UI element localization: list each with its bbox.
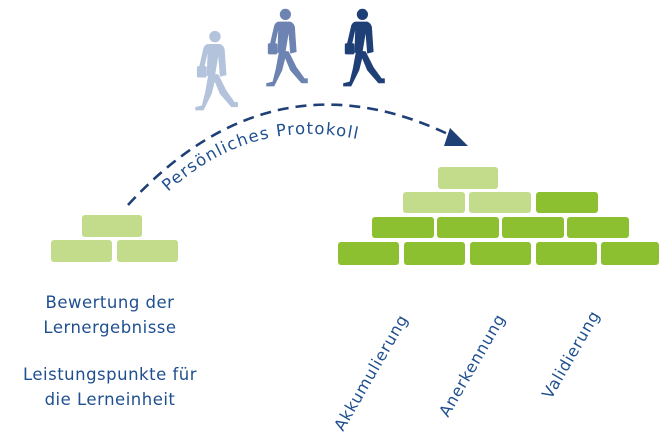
brick [82, 215, 142, 237]
brick [469, 192, 531, 213]
brick [470, 242, 531, 265]
assessment-caption: Bewertung der Lernergebnisse [0, 290, 220, 340]
arc-label: Persönliches Protokoll [158, 119, 361, 195]
brick [338, 242, 399, 265]
brick [567, 217, 629, 238]
credit-caption-line-2: die Lerneinheit [44, 390, 176, 409]
validation-label: Validierung [538, 307, 604, 402]
brick [601, 242, 659, 265]
brick [437, 217, 499, 238]
left-brick-stack [51, 215, 178, 262]
walker-dark-icon [343, 8, 385, 87]
brick [51, 240, 112, 262]
brick [404, 242, 465, 265]
recognition-label: Anerkennung [435, 310, 509, 420]
accumulation-label: Akkumulierung [330, 311, 412, 434]
dashed-arc-arrow [126, 103, 462, 207]
credit-points-caption: Leistungspunkte für die Lerneinheit [0, 362, 220, 412]
right-brick-pyramid [338, 167, 659, 265]
brick [372, 217, 434, 238]
walker-faded-icon [195, 30, 238, 111]
brick [536, 242, 597, 265]
brick [502, 217, 564, 238]
brick [536, 192, 598, 213]
brick [438, 167, 498, 189]
brick [403, 192, 465, 213]
walker-medium-icon [266, 8, 308, 87]
assessment-caption-line-1: Bewertung der [45, 293, 175, 312]
credit-caption-line-1: Leistungspunkte für [22, 365, 198, 384]
assessment-caption-line-2: Lernergebnisse [43, 318, 177, 337]
brick [117, 240, 178, 262]
arrow-head-icon [444, 128, 468, 146]
